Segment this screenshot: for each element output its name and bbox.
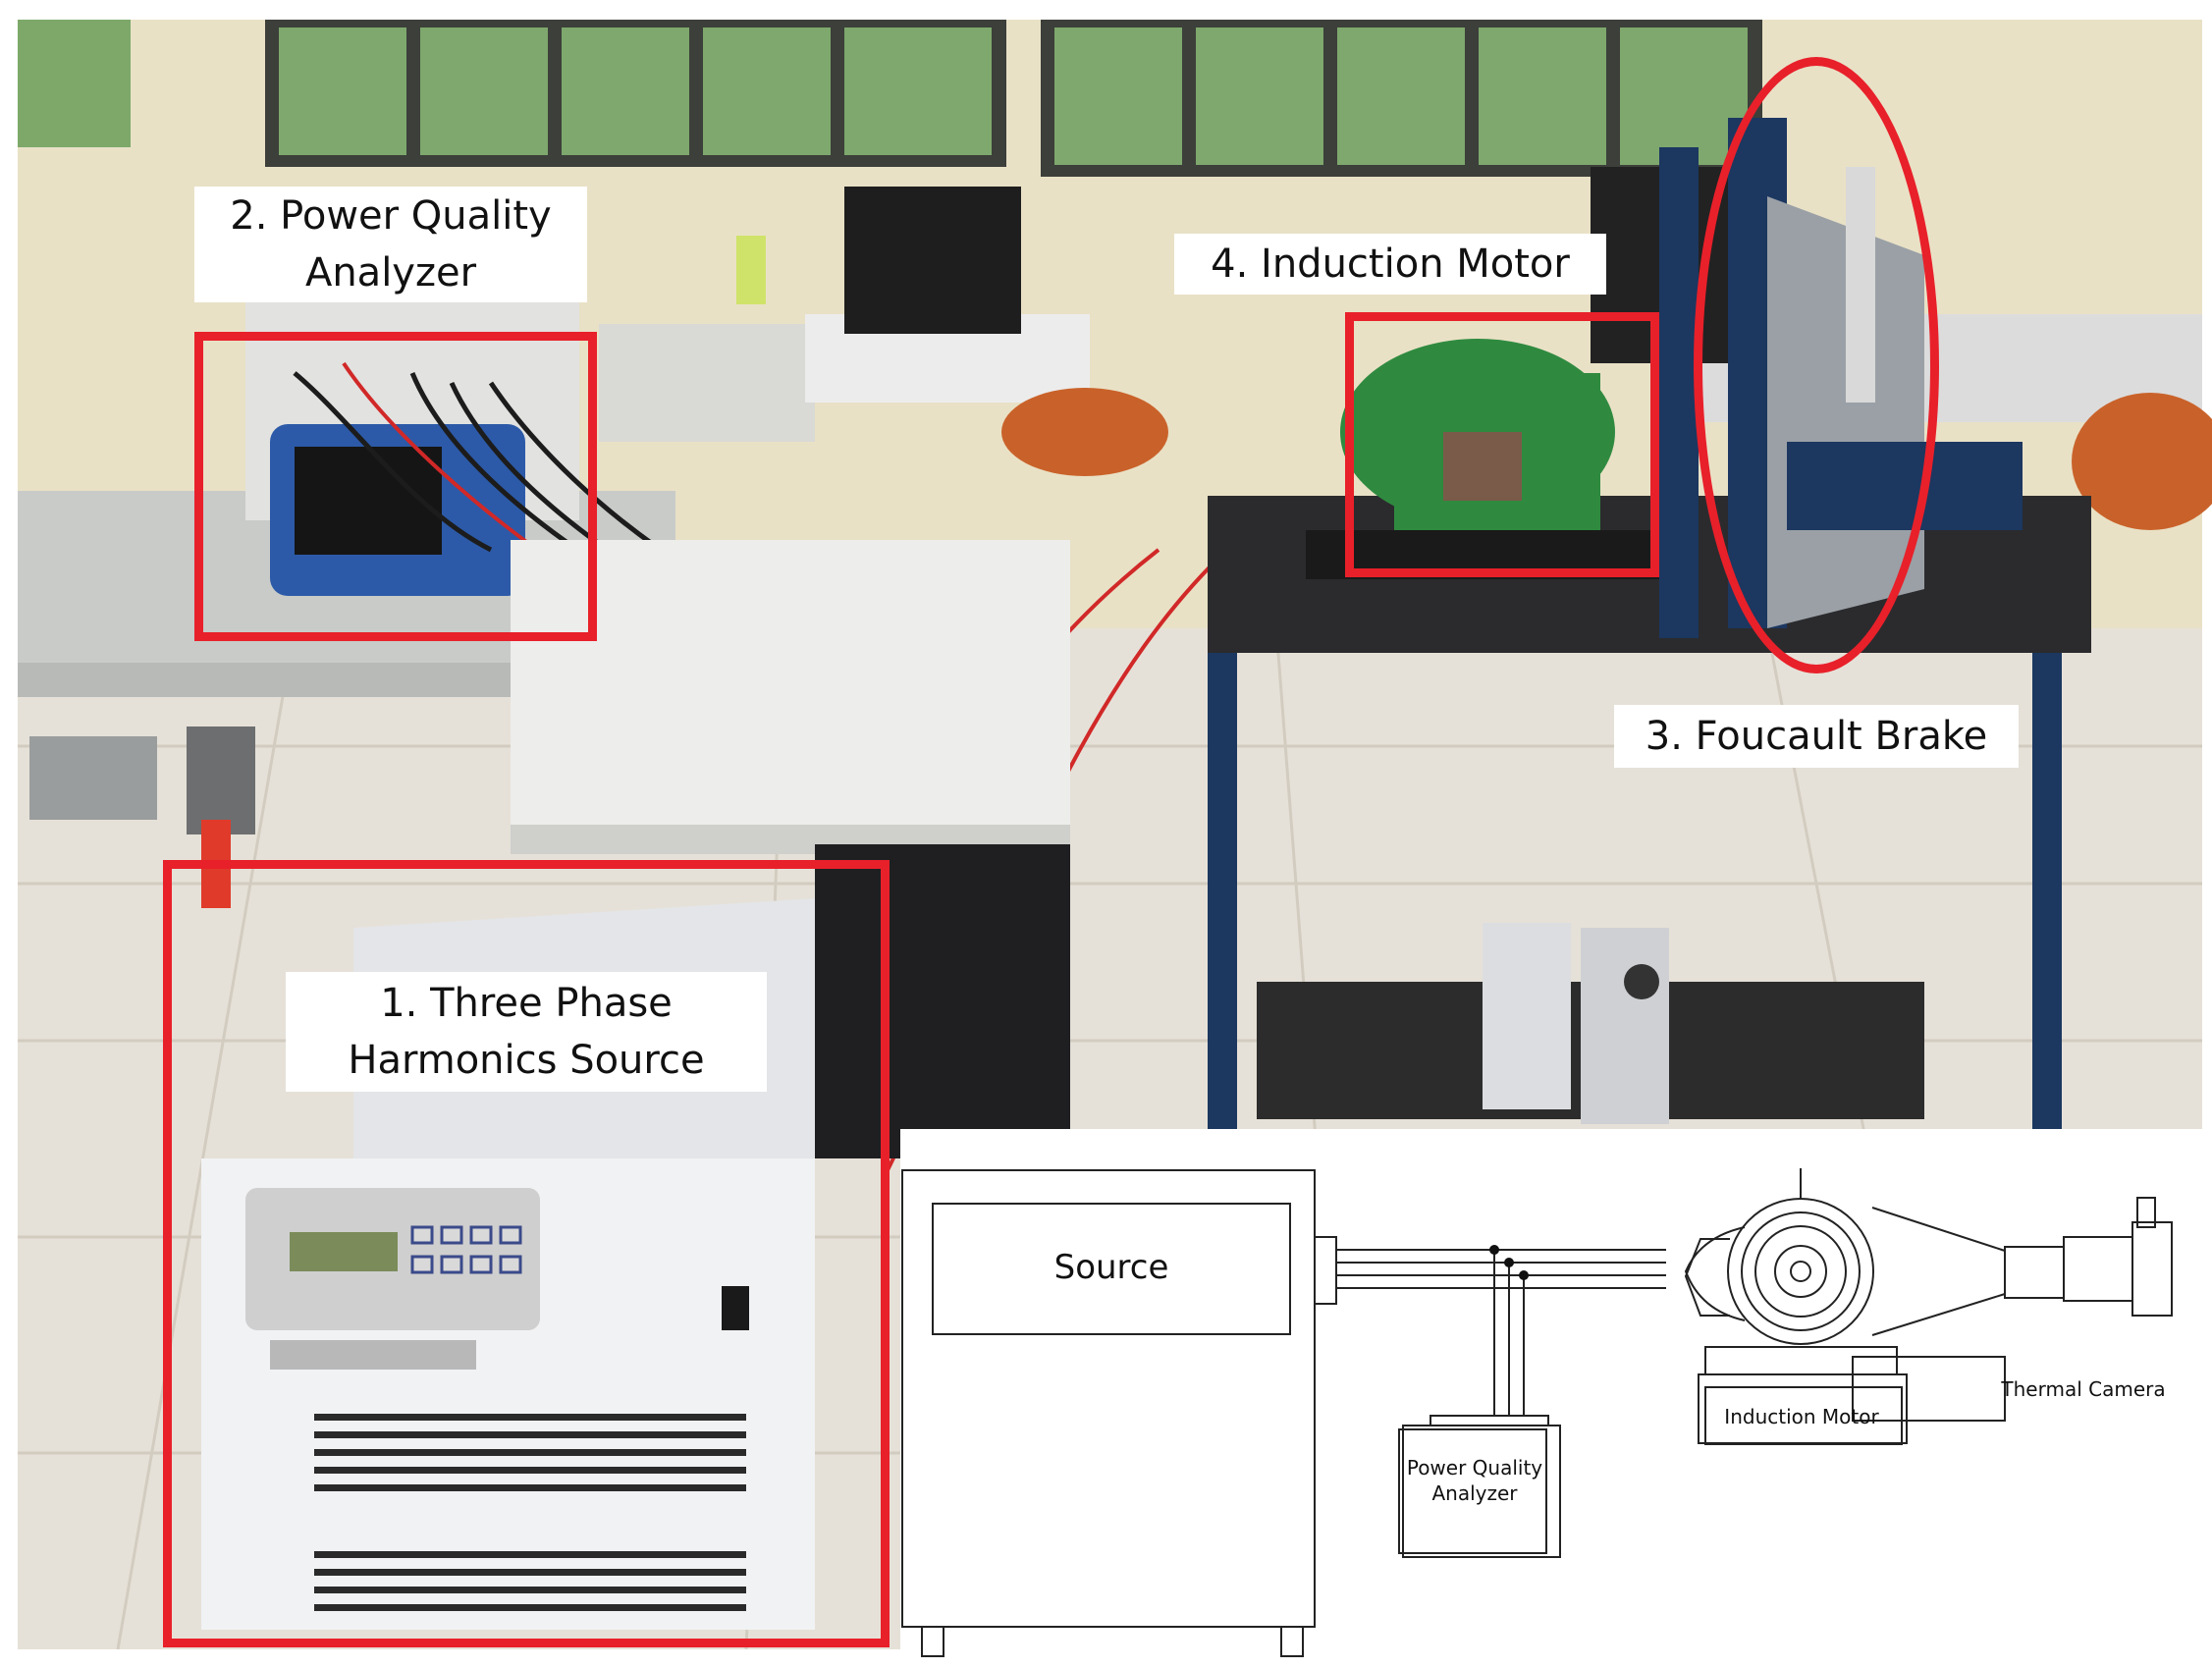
highlight-power-quality-analyzer [194, 332, 597, 641]
tap-dots [1489, 1245, 1529, 1280]
label-harmonics-source: 1. Three Phase Harmonics Source [286, 972, 767, 1092]
source-cabinet [901, 1169, 1316, 1628]
source-panel [932, 1203, 1291, 1335]
windows [18, 20, 1762, 177]
diagram-label-thermal-camera: Thermal Camera [2000, 1377, 2165, 1401]
label-induction-motor: 4. Induction Motor [1174, 234, 1606, 295]
highlight-harmonics-source [163, 860, 890, 1647]
highlight-foucault-brake [1694, 57, 1939, 673]
diagram-label-source: Source [1054, 1248, 1169, 1287]
thermal-camera [2004, 1246, 2065, 1299]
middle-table [511, 540, 1070, 1158]
diagram-label-analyzer-2: Analyzer [1431, 1481, 1518, 1505]
motor-base [1704, 1346, 1898, 1375]
diagram-label-analyzer-1: Power Quality [1407, 1456, 1542, 1480]
highlight-induction-motor [1345, 312, 1659, 577]
analyzer-box [1430, 1415, 1549, 1426]
vent-slots [314, 1414, 746, 1611]
setup-schematic: Source Power Quality Analyzer Induction … [900, 1129, 2212, 1668]
label-foucault-brake: 3. Foucault Brake [1614, 705, 2019, 768]
diagram-label-motor: Induction Motor [1724, 1405, 1879, 1428]
label-power-quality-analyzer: 2. Power Quality Analyzer [194, 187, 587, 302]
